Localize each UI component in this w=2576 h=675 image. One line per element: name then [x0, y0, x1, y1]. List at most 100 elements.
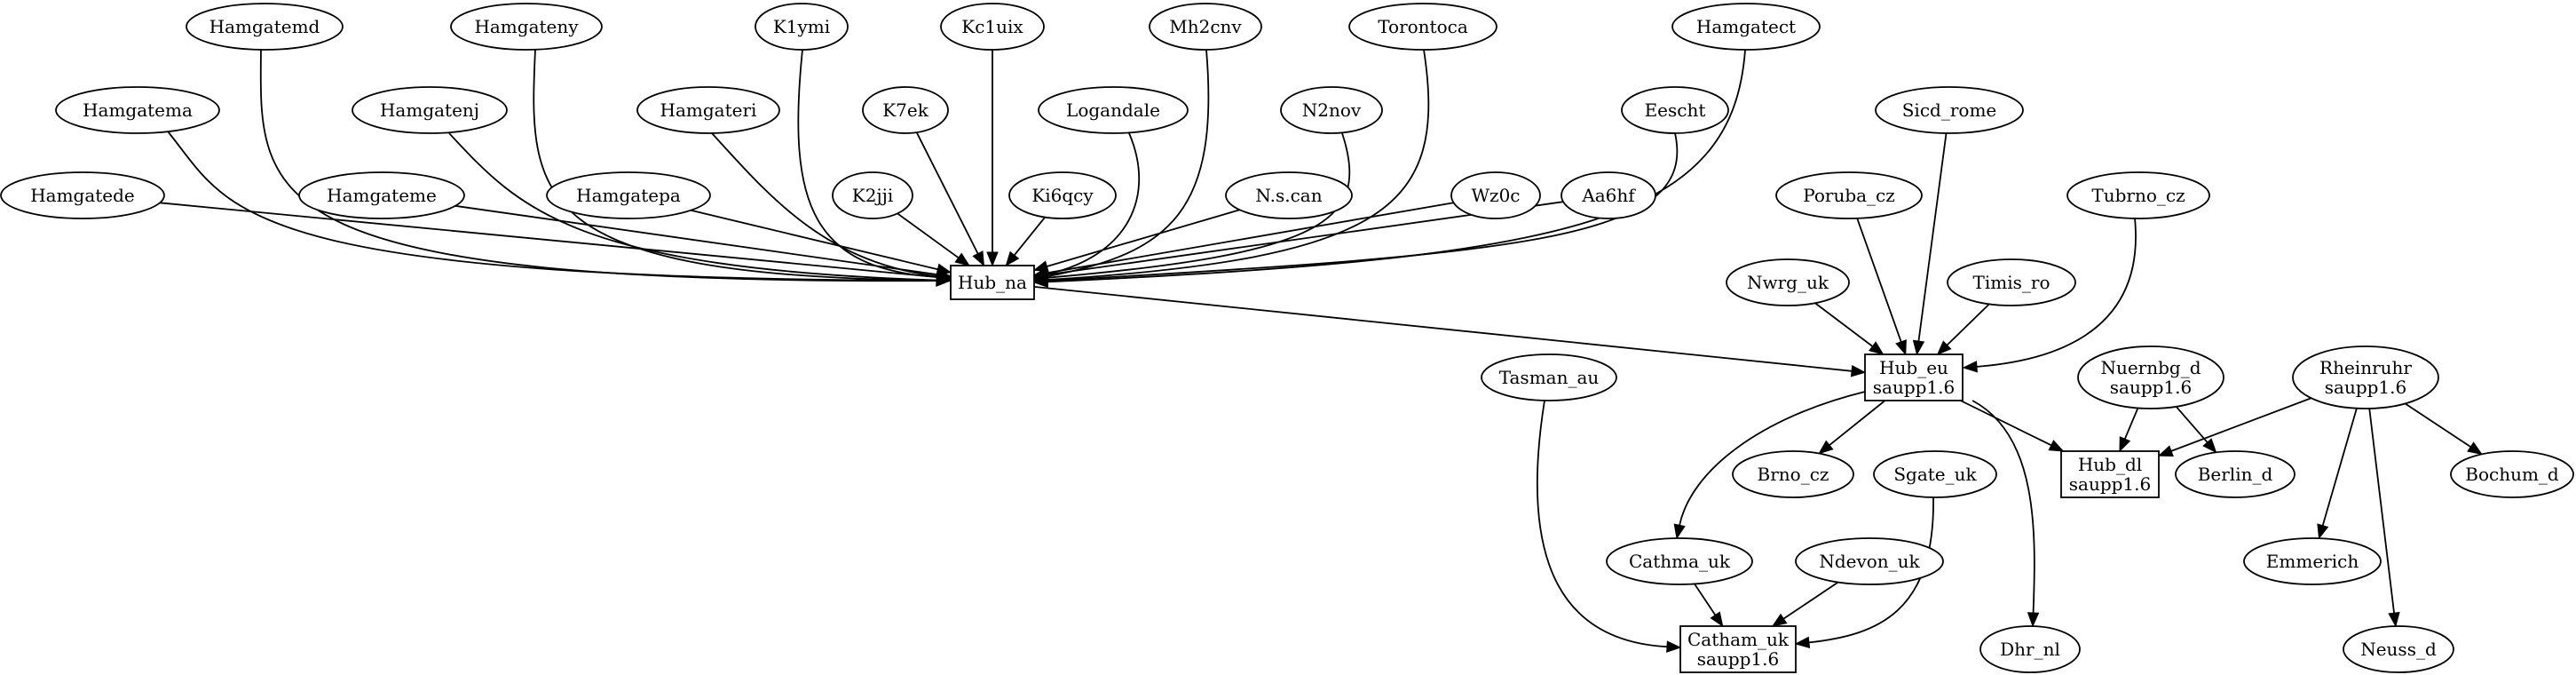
arrowhead	[2467, 441, 2483, 456]
node-box	[2060, 450, 2160, 498]
node-hamgateme[interactable]: Hamgateme	[298, 171, 465, 219]
node-n2nov[interactable]: N2nov	[1280, 86, 1383, 134]
edge-nuernbg-d-to-hub-dl	[2119, 408, 2139, 453]
node-label: Aa6hf	[1581, 185, 1636, 206]
node-label: Hamgatede	[30, 185, 135, 206]
node-hamgatemd[interactable]: Hamgatemd	[186, 3, 344, 51]
arrowhead	[2119, 436, 2131, 453]
node-emmerich[interactable]: Emmerich	[2243, 537, 2382, 585]
node-label: Hub_na	[958, 272, 1027, 293]
node-hub-na[interactable]: Hub_na	[950, 265, 1035, 300]
edge-tasman-au-to-catham-uk	[1536, 400, 1682, 653]
edge-hamgatede-to-hub-na	[160, 202, 952, 283]
node-hamgatect[interactable]: Hamgatect	[1671, 3, 1821, 51]
edge-line	[915, 131, 979, 255]
node-hamgatema[interactable]: Hamgatema	[55, 86, 220, 134]
node-berlin-d[interactable]: Berlin_d	[2175, 450, 2295, 498]
edge-line	[897, 212, 960, 258]
node-label: K2jji	[852, 185, 893, 206]
node-hamgatepa[interactable]: Hamgatepa	[546, 171, 711, 219]
node-ellipse	[1606, 537, 1753, 585]
edge-line	[1047, 49, 1430, 281]
node-nwrg-uk[interactable]: Nwrg_uk	[1726, 258, 1850, 306]
edge-line	[167, 131, 937, 282]
edge-hub-eu-to-hub-dl	[1960, 400, 2065, 452]
node-label: Neuss_d	[2360, 639, 2437, 660]
node-ellipse	[1726, 258, 1850, 306]
node-ki6qcy[interactable]: Ki6qcy	[1008, 171, 1117, 219]
node-k2jji[interactable]: K2jji	[832, 171, 913, 219]
node-timis-ro[interactable]: Timis_ro	[1947, 258, 2076, 306]
node-label: saupp1.6	[2110, 377, 2192, 398]
edge-line	[454, 204, 938, 276]
node-tubrno-cz[interactable]: Tubrno_cz	[2066, 171, 2210, 219]
edge-line	[2170, 397, 2311, 452]
edge-line	[1047, 132, 1141, 275]
node-label: Rheinruhr	[2319, 357, 2412, 378]
node-neuss-d[interactable]: Neuss_d	[2343, 625, 2454, 673]
node-tasman-au[interactable]: Tasman_au	[1481, 353, 1617, 401]
edge-sgate-uk-to-catham-uk	[1794, 496, 1934, 649]
node-ellipse	[2066, 171, 2210, 219]
edge-hamgatepa-to-hub-na	[691, 209, 952, 275]
edge-k1ymi-to-hub-na	[797, 49, 956, 283]
edge-line	[797, 49, 942, 279]
arrowhead	[1869, 341, 1885, 355]
node-k1ymi[interactable]: K1ymi	[755, 3, 849, 51]
node-hamgatenj[interactable]: Hamgatenj	[352, 86, 508, 134]
node-logandale[interactable]: Logandale	[1038, 86, 1189, 134]
node-hamgatede[interactable]: Hamgatede	[0, 171, 165, 219]
node-bochum-d[interactable]: Bochum_d	[2450, 450, 2574, 498]
node-ndevon-uk[interactable]: Ndevon_uk	[1795, 537, 1944, 585]
node-label: Hamgatemd	[209, 16, 320, 37]
arrowhead	[1710, 611, 1724, 628]
node-label: saupp1.6	[2069, 473, 2151, 495]
node-torontoca[interactable]: Torontoca	[1348, 3, 1497, 51]
node-mh2cnv[interactable]: Mh2cnv	[1149, 3, 1262, 51]
node-label: Sgate_uk	[1893, 464, 1977, 485]
arrowhead	[1005, 250, 1020, 267]
node-kc1uix[interactable]: Kc1uix	[940, 3, 1045, 51]
node-hamgateny[interactable]: Hamgateny	[450, 3, 603, 51]
node-label: Hamgateri	[660, 99, 757, 121]
edge-line	[1960, 400, 2052, 447]
node-label: Timis_ro	[1973, 272, 2051, 293]
node-ellipse	[1038, 86, 1189, 134]
edge-line	[1047, 209, 1240, 267]
arrowhead	[2317, 523, 2329, 540]
node-ellipse	[1561, 171, 1656, 219]
node-ellipse	[1732, 450, 1854, 498]
node-poruba-cz[interactable]: Poruba_cz	[1775, 171, 1923, 219]
node-cathma-uk[interactable]: Cathma_uk	[1606, 537, 1753, 585]
node-ellipse	[1947, 258, 2076, 306]
node-wz0c[interactable]: Wz0c	[1450, 171, 1541, 219]
arrowhead	[1936, 340, 1952, 355]
node-ellipse	[832, 171, 913, 219]
edge-line	[1814, 302, 1874, 347]
node-eescht[interactable]: Eescht	[1621, 86, 1729, 134]
node-ellipse	[55, 86, 220, 134]
node-hamgateri[interactable]: Hamgateri	[636, 86, 780, 134]
edge-line	[160, 202, 938, 278]
node-n-s-can[interactable]: N.s.can	[1225, 171, 1353, 219]
node-ellipse	[1348, 3, 1497, 51]
node-sicd-rome[interactable]: Sicd_rome	[1875, 86, 2024, 134]
node-sgate-uk[interactable]: Sgate_uk	[1873, 450, 1997, 498]
node-k7ek[interactable]: K7ek	[862, 86, 949, 134]
node-aa6hf[interactable]: Aa6hf	[1561, 171, 1656, 219]
edge-line	[1694, 583, 1717, 616]
node-dhr-nl[interactable]: Dhr_nl	[1979, 625, 2081, 673]
node-label: Hamgatema	[83, 99, 193, 121]
node-brno-cz[interactable]: Brno_cz	[1732, 450, 1854, 498]
node-label: Torontoca	[1378, 16, 1468, 37]
node-label: saupp1.6	[1873, 377, 1955, 398]
edge-sicd-rome-to-hub-eu	[1912, 132, 1948, 356]
node-label: Hamgateme	[327, 185, 437, 206]
edge-rheinruhr-to-neuss-d	[2368, 408, 2400, 628]
